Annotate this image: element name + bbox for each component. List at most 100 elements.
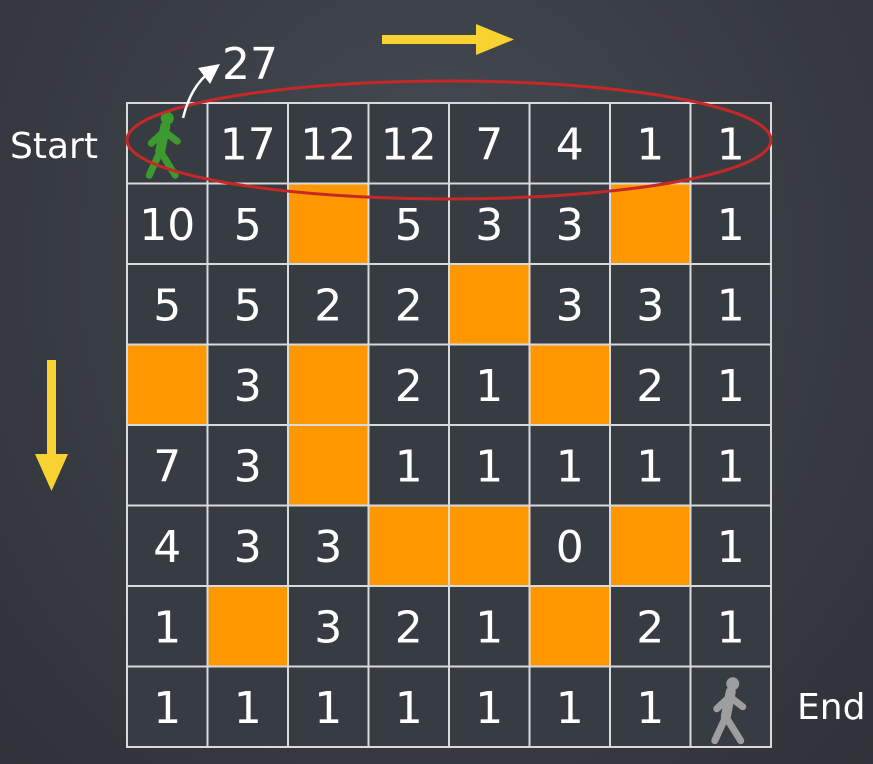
grid-cell: [367, 585, 450, 668]
cell-value: 3: [475, 200, 503, 251]
grid-cell: [528, 504, 611, 587]
cell-value: 1: [717, 119, 745, 170]
cell-value: 17: [220, 119, 276, 170]
first-row-highlight: [125, 79, 773, 201]
cell-value: 1: [717, 602, 745, 653]
grid-cell: [126, 182, 209, 265]
cell-value: 1: [475, 441, 503, 492]
cell-value: 1: [717, 280, 745, 331]
cell-value: 2: [314, 280, 342, 331]
obstacle-cell: [528, 343, 611, 426]
grid-cell: [689, 343, 772, 426]
grid-cell: [206, 424, 289, 507]
cell-value: 1: [475, 361, 503, 412]
cell-value: 7: [153, 441, 181, 492]
obstacle-cell: [609, 182, 692, 265]
grid-cell: [126, 504, 209, 587]
obstacle-cell: [528, 585, 611, 668]
cell-value: 2: [636, 361, 664, 412]
grid-cell: [126, 585, 209, 668]
cell-value: 7: [475, 119, 503, 170]
grid-cell: [609, 343, 692, 426]
grid-cell: [528, 263, 611, 346]
end-label: End: [797, 687, 865, 728]
cell-value: 5: [153, 280, 181, 331]
cell-value: 2: [395, 280, 423, 331]
grid-cell: [609, 585, 692, 668]
cell-value: 1: [556, 441, 584, 492]
cell-value: 5: [234, 200, 262, 251]
obstacle-cell: [448, 263, 531, 346]
cell-value: 2: [636, 602, 664, 653]
arrow-right-icon: [382, 24, 514, 55]
cell-value: 1: [314, 683, 342, 734]
grid-cell: [206, 182, 289, 265]
obstacle-cell: [126, 343, 209, 426]
cell-value: 1: [395, 683, 423, 734]
cell-value: 2: [395, 361, 423, 412]
count-pointer-arrow: [181, 63, 220, 119]
cell-value: 3: [636, 280, 664, 331]
cell-value: 12: [381, 119, 437, 170]
cell-value: 1: [717, 200, 745, 251]
grid-cell: [609, 102, 692, 185]
cell-value: 1: [717, 522, 745, 573]
cell-value: 3: [556, 280, 584, 331]
cell-value: 3: [234, 361, 262, 412]
cell-value: 1: [234, 683, 262, 734]
cell-value: 3: [314, 602, 342, 653]
cell-value: 1: [395, 441, 423, 492]
cell-value: 2: [395, 602, 423, 653]
cell-value: 3: [234, 441, 262, 492]
cell-value: 1: [475, 683, 503, 734]
grid-cell: [367, 665, 450, 748]
cell-value: 12: [300, 119, 356, 170]
cell-value: 10: [139, 200, 195, 251]
cell-value: 3: [314, 522, 342, 573]
cell-value: 4: [556, 119, 584, 170]
cell-value: 5: [395, 200, 423, 251]
grid-cell: [609, 263, 692, 346]
grid-cell: [528, 665, 611, 748]
cell-value: 5: [234, 280, 262, 331]
cell-value: 1: [636, 119, 664, 170]
cell-value: 1: [153, 602, 181, 653]
obstacle-cell: [609, 504, 692, 587]
cell-value: 3: [234, 522, 262, 573]
grid-cell: [367, 424, 450, 507]
arrow-down-icon: [35, 360, 68, 491]
obstacle-cell: [287, 424, 370, 507]
grid-cell: [287, 504, 370, 587]
grid-cell: [689, 263, 772, 346]
obstacle-cell: [367, 504, 450, 587]
cell-value: 4: [153, 522, 181, 573]
cell-value: 1: [636, 441, 664, 492]
grid-cell: [448, 424, 531, 507]
grid-cell: [609, 665, 692, 748]
obstacle-cell: [448, 504, 531, 587]
grid-cell: [448, 665, 531, 748]
cell-value: 1: [556, 683, 584, 734]
grid-cell: [206, 263, 289, 346]
grid-cell: [206, 343, 289, 426]
grid-cell: [689, 585, 772, 668]
grid-cell: [287, 585, 370, 668]
cell-value: 3: [556, 200, 584, 251]
start-label: Start: [10, 126, 98, 167]
obstacle-cell: [206, 585, 289, 668]
grid-cell: [206, 102, 289, 185]
grid-cell: [609, 424, 692, 507]
cell-value: 1: [153, 683, 181, 734]
end-walker-icon: [711, 677, 747, 745]
cell-value: 1: [475, 602, 503, 653]
total-path-count: 27: [222, 39, 278, 90]
cell-value: 1: [717, 361, 745, 412]
grid-cell: [528, 424, 611, 507]
cell-value: 0: [556, 522, 584, 573]
grid-cell: [367, 102, 450, 185]
cell-value: 1: [636, 683, 664, 734]
obstacle-cell: [287, 343, 370, 426]
cell-value: 1: [717, 441, 745, 492]
